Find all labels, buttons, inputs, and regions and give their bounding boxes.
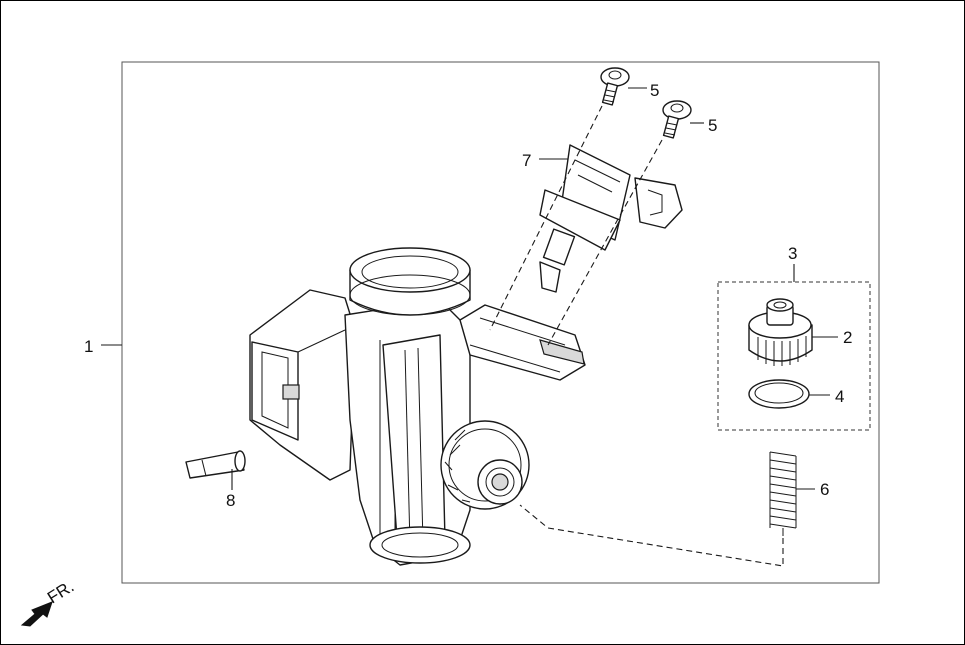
screw-a-guide-line (489, 105, 603, 331)
callout-5b: 5 (708, 116, 717, 135)
front-direction-indicator: FR. (20, 577, 77, 627)
adjuster-knob-illustration (748, 298, 813, 366)
callout-3: 3 (788, 244, 797, 263)
callout-5a: 5 (650, 81, 659, 100)
callout-4: 4 (835, 387, 844, 406)
assembly-frame (121, 61, 880, 584)
o-ring-illustration (748, 379, 810, 409)
spring-illustration (769, 451, 797, 536)
screw-b-guide-line (547, 139, 663, 346)
callout-7: 7 (522, 151, 531, 170)
callout-8: 8 (226, 491, 235, 510)
screw-illustration-b (662, 100, 692, 139)
front-arrow-icon (20, 601, 53, 627)
callout-1: 1 (84, 337, 93, 356)
kit-box (717, 281, 871, 431)
pin-illustration (185, 450, 246, 479)
callout-2: 2 (843, 328, 852, 347)
callout-6: 6 (820, 480, 829, 499)
spring-guide-line (519, 504, 784, 567)
throttle-body-illustration (249, 247, 586, 566)
screw-illustration-a (600, 67, 630, 106)
sensor-illustration (539, 144, 683, 293)
